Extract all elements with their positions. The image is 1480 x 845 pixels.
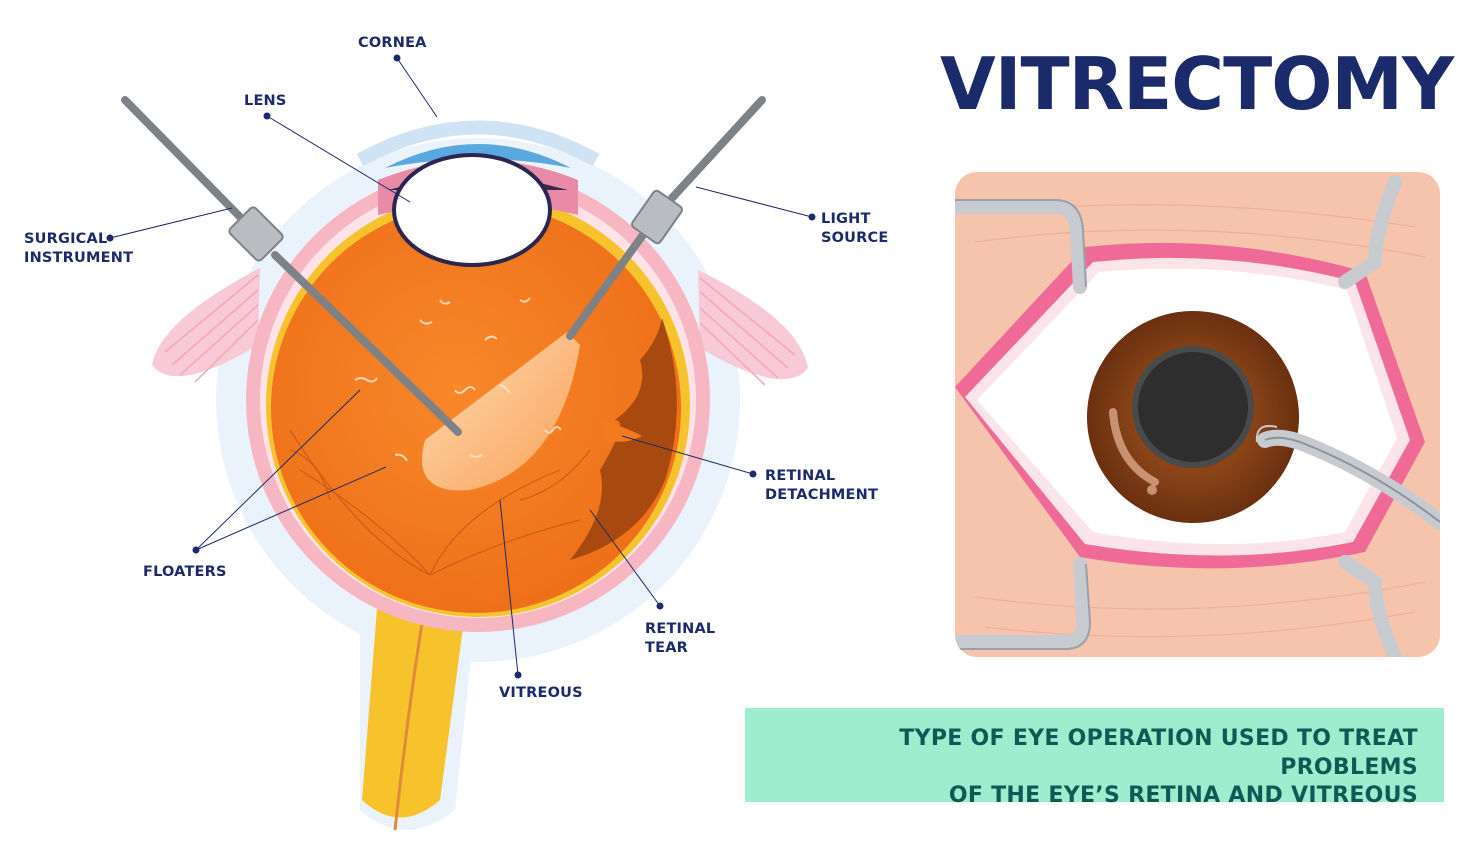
label-vitreous: VITREOUS [499,685,583,701]
label-lens: LENS [244,93,287,109]
eye-muscle-left [152,268,260,383]
light-source-probe [566,96,766,340]
page-title: VITRECTOMY [940,42,1454,126]
eye-front-view-illustration [955,172,1440,657]
eyelid-speculum [955,175,1402,657]
leader-lines [106,54,816,679]
eye-cross-section-diagram [106,54,816,831]
floaters [354,297,562,462]
lens [392,153,552,267]
light-beam [422,332,580,491]
surgical-instrument-probe [121,96,462,436]
pupil [1132,346,1254,468]
label-floaters: FLOATERS [143,564,227,580]
caption-line-1: TYPE OF EYE OPERATION USED TO TREAT PROB… [899,726,1418,780]
caption-box: TYPE OF EYE OPERATION USED TO TREAT PROB… [745,708,1444,808]
label-cornea: CORNEA [358,35,427,51]
eye-muscle-right [698,270,808,386]
surgical-probe [1255,425,1440,530]
caption-line-2: OF THE EYE’S RETINA AND VITREOUS [948,783,1418,809]
